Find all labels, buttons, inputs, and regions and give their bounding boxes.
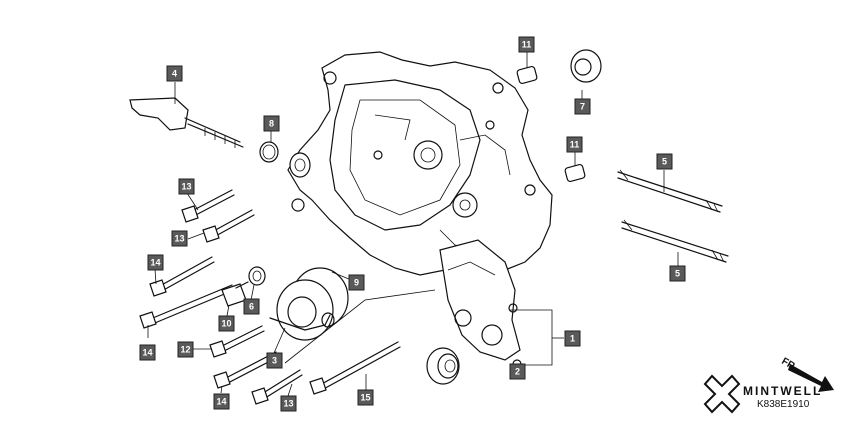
diagram-code: K838E1910 <box>757 399 810 410</box>
callout-13-middle-label: 13 <box>174 234 184 244</box>
callout-4-label: 4 <box>172 69 177 79</box>
callout-1-label: 1 <box>570 334 575 344</box>
callout-14-upper: 14 <box>147 254 164 271</box>
callout-14-lower-label: 14 <box>216 397 226 407</box>
bolt-15 <box>309 341 401 395</box>
dipstick <box>129 97 244 148</box>
mintwell-logo-icon <box>703 374 741 414</box>
callout-14-upper-label: 14 <box>150 258 160 268</box>
stud-bolt-upper <box>617 169 723 213</box>
dowel-pin-middle <box>564 163 586 183</box>
bolt-14-middle <box>139 284 235 329</box>
callout-10-label: 10 <box>221 319 231 329</box>
washer-6 <box>248 266 266 286</box>
callout-11-top-label: 11 <box>522 40 532 50</box>
callout-11-middle: 11 <box>566 136 583 153</box>
callout-3: 3 <box>266 352 283 369</box>
callout-5-upper-label: 5 <box>662 157 667 167</box>
crankcase-cover <box>287 51 553 276</box>
callout-12: 12 <box>177 341 194 358</box>
callout-13-lower: 13 <box>280 395 297 412</box>
o-ring <box>259 141 279 163</box>
callout-3-label: 3 <box>272 356 277 366</box>
brand-name: MINTWELL <box>743 384 823 398</box>
bolt-13-upper <box>181 189 235 223</box>
oil-seal <box>570 49 602 83</box>
callout-9: 9 <box>348 274 365 291</box>
callout-2-label: 2 <box>515 367 520 377</box>
callout-10: 10 <box>218 315 235 332</box>
bolt-14-upper <box>149 256 215 297</box>
mount-bracket <box>439 239 522 369</box>
dowel-pin-top <box>516 65 538 85</box>
callout-6-label: 6 <box>249 302 254 312</box>
callout-5-lower-label: 5 <box>675 269 680 279</box>
callout-5-lower: 5 <box>669 265 686 282</box>
pulley-assembly <box>269 267 349 341</box>
callout-11-middle-label: 11 <box>570 140 580 150</box>
callout-6: 6 <box>243 298 260 315</box>
callout-13-middle: 13 <box>171 230 188 247</box>
callout-1: 1 <box>564 330 581 347</box>
bolt-13-lower <box>251 369 303 405</box>
callout-7-label: 7 <box>580 102 585 112</box>
callout-2: 2 <box>509 363 526 380</box>
bearing <box>426 347 460 385</box>
callout-11-top: 11 <box>518 36 535 53</box>
callout-14-lower: 14 <box>213 393 230 410</box>
cover-seal <box>289 152 311 178</box>
callout-7: 7 <box>574 98 591 115</box>
callout-12-label: 12 <box>180 345 190 355</box>
callout-13-upper: 13 <box>178 178 195 195</box>
callout-13-upper-label: 13 <box>181 182 191 192</box>
front-arrow-icon <box>788 364 834 392</box>
callout-15-label: 15 <box>360 393 370 403</box>
callout-14-middle: 14 <box>139 344 156 361</box>
callout-8: 8 <box>263 115 280 132</box>
callout-8-label: 8 <box>269 119 274 129</box>
bolt-13-middle <box>202 209 255 243</box>
bolt-12 <box>209 325 265 358</box>
callout-14-middle-label: 14 <box>142 348 152 358</box>
callout-5-upper: 5 <box>656 153 673 170</box>
stud-bolt-lower <box>621 219 729 263</box>
callout-13-lower-label: 13 <box>283 399 293 409</box>
callout-4: 4 <box>166 65 183 82</box>
brand-block: MINTWELL <box>703 380 823 420</box>
callout-15: 15 <box>357 389 374 406</box>
callout-9-label: 9 <box>354 278 359 288</box>
